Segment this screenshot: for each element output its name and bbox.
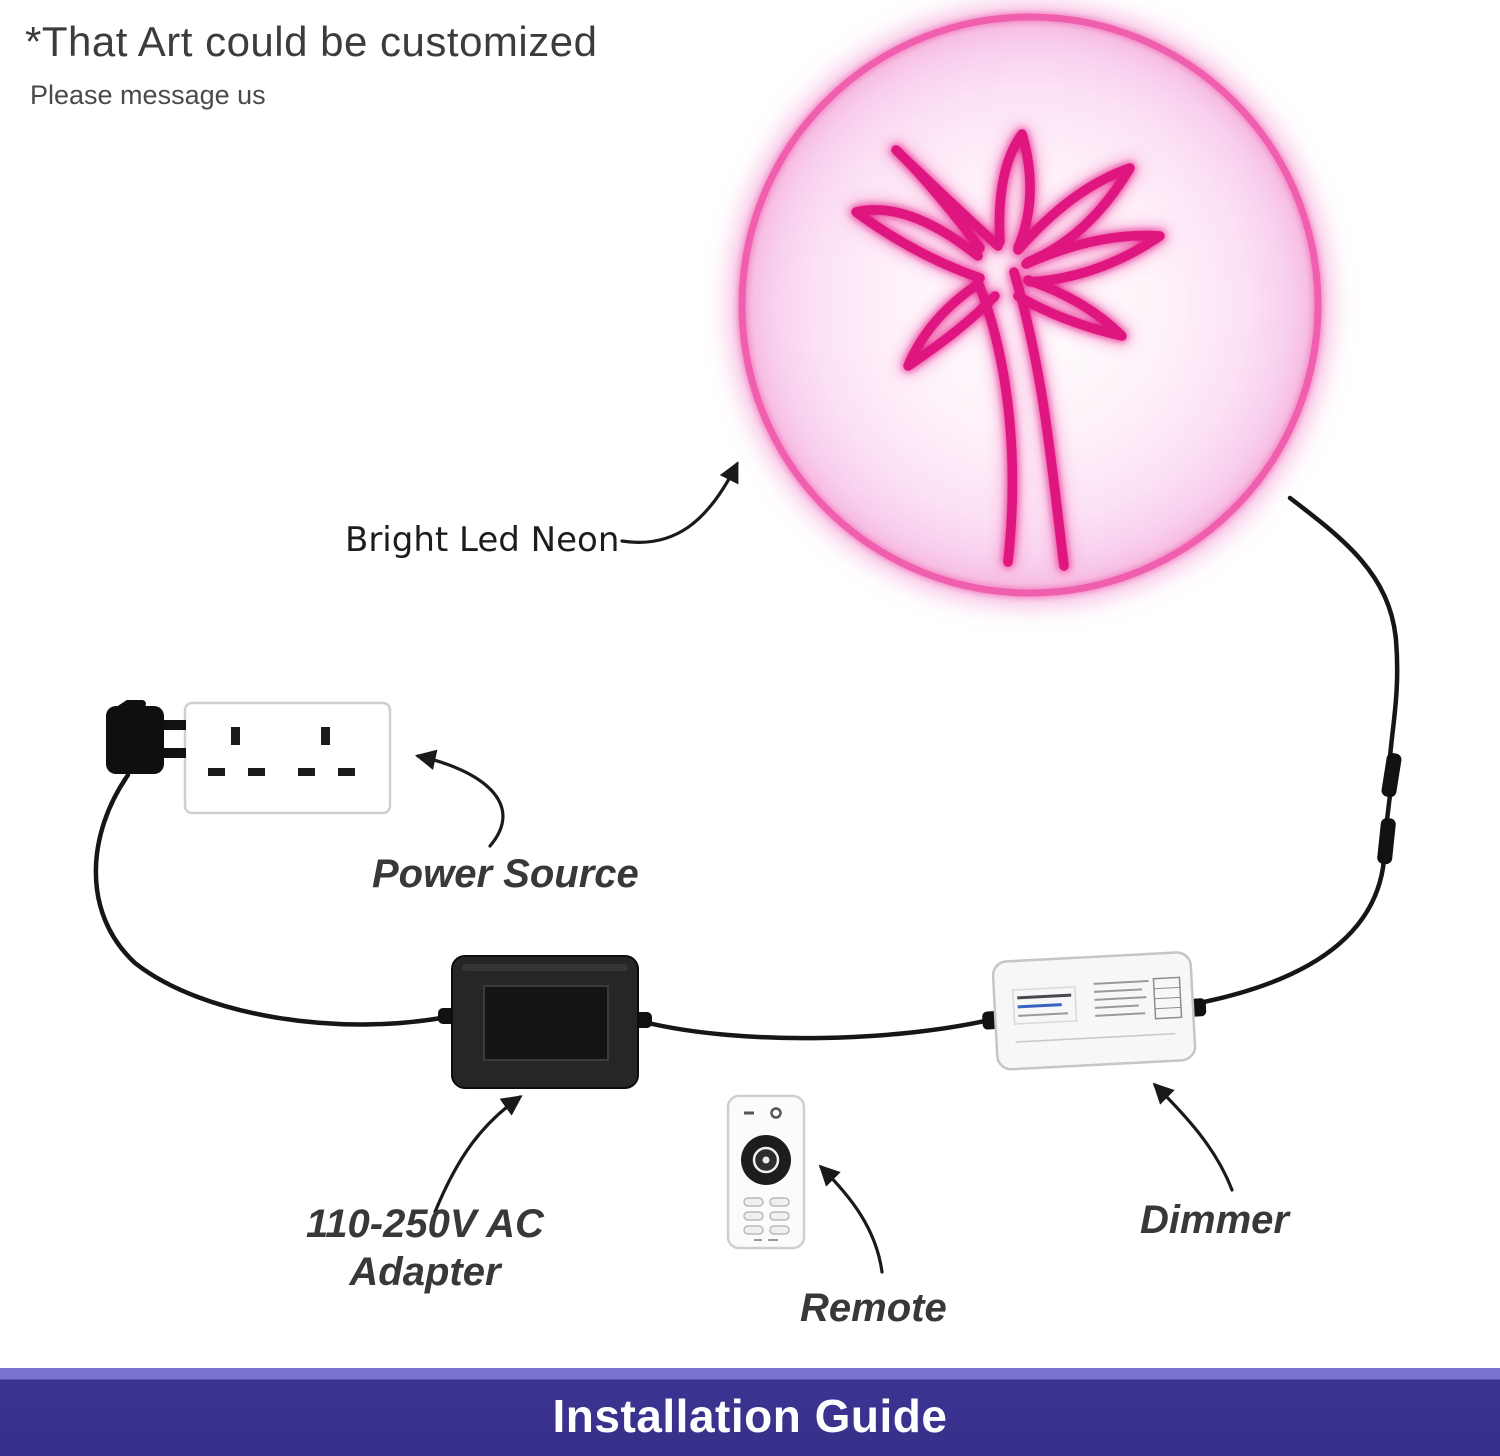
- remote-buttons: [743, 1197, 790, 1235]
- dimmer-print-details: [1012, 976, 1183, 1043]
- power-source-label: Power Source: [372, 852, 639, 896]
- wire-connector-lower: [1377, 817, 1396, 865]
- wire-connectors: [1377, 753, 1402, 865]
- remote-control: [726, 1094, 806, 1250]
- adapter-screen: [483, 985, 609, 1061]
- palm-tree-icon: [851, 129, 1165, 571]
- bright-led-neon-label: Bright Led Neon: [345, 520, 620, 560]
- callout-arrows: [414, 461, 1234, 1274]
- wiring: [93, 495, 1400, 1041]
- wire-connector-to-dimmer: [1191, 857, 1387, 1007]
- customization-title: *That Art could be customized: [25, 18, 598, 65]
- arrow-to-dimmer: [1152, 1082, 1234, 1192]
- remote-power-button: [770, 1107, 782, 1119]
- power-socket: [183, 701, 392, 815]
- socket-slots: [208, 727, 355, 776]
- wire-connector-upper: [1381, 753, 1402, 798]
- arrow-to-neon: [620, 461, 739, 544]
- power-plug: [106, 700, 186, 774]
- arrow-to-adapter: [433, 1095, 523, 1214]
- footer-title: Installation Guide: [552, 1390, 948, 1442]
- dimmer-box: [982, 951, 1207, 1071]
- wire-dimmer-to-adapter: [641, 1015, 1001, 1041]
- arrow-to-power-source: [414, 749, 505, 848]
- remote-label: Remote: [800, 1286, 947, 1330]
- adapter-label-line2: Adapter: [349, 1250, 501, 1294]
- customization-subtitle: Please message us: [30, 80, 266, 110]
- adapter-label-line1: 110-250V AC: [306, 1202, 544, 1246]
- wire-connector-joint: [1384, 792, 1393, 823]
- neon-sign: [729, 4, 1331, 606]
- footer-banner: Installation Guide: [0, 1368, 1500, 1456]
- neon-ring: [738, 13, 1322, 597]
- dimmer-label: Dimmer: [1140, 1198, 1289, 1242]
- wire-plug-to-adapter: [93, 772, 455, 1027]
- wire-neon-to-connector: [1287, 495, 1400, 760]
- arrow-to-remote: [818, 1164, 884, 1274]
- adapter-label: 110-250V AC Adapter: [275, 1200, 575, 1296]
- ac-adapter: [438, 955, 652, 1089]
